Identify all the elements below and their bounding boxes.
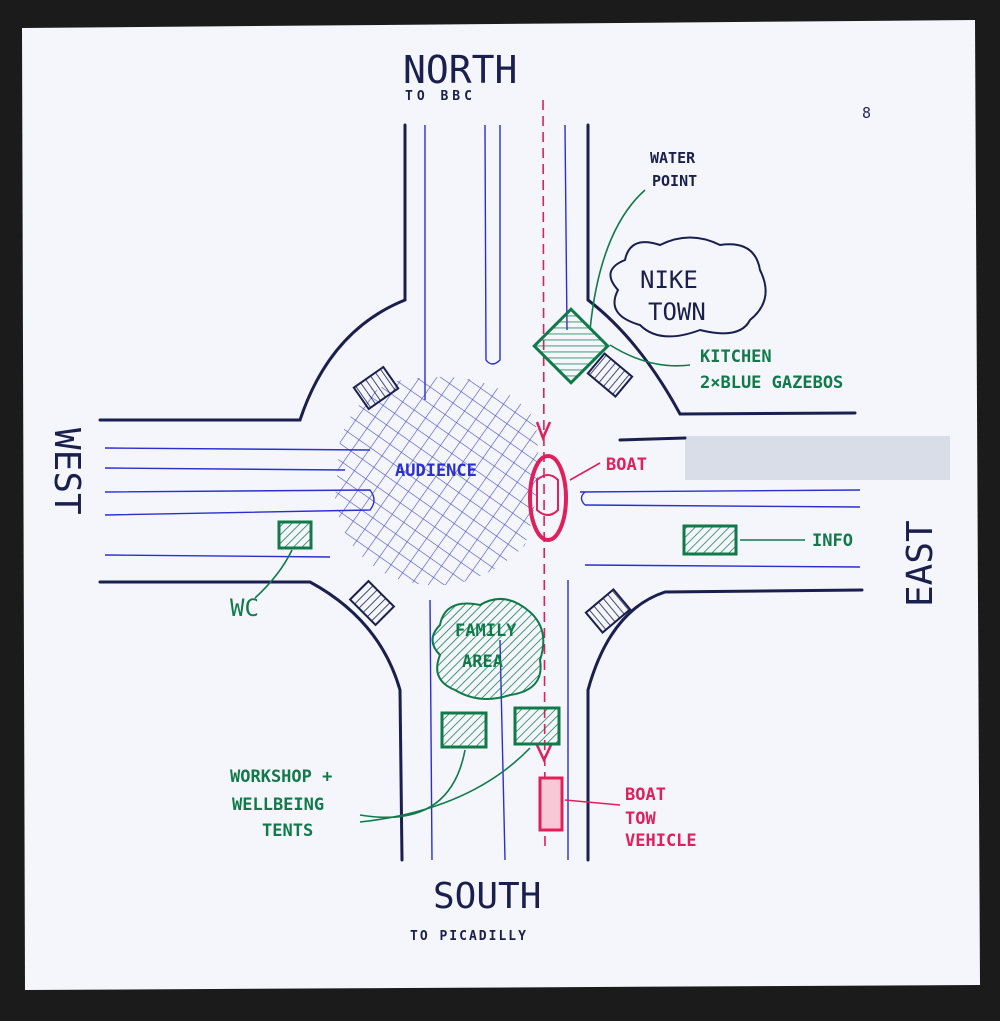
boat-label: BOAT bbox=[606, 455, 647, 475]
water-point-label: POINT bbox=[652, 172, 697, 190]
tents bbox=[277, 307, 738, 749]
family-area-cloud bbox=[431, 597, 545, 700]
south-label: SOUTH bbox=[433, 876, 541, 917]
north-sublabel: TO BBC bbox=[405, 89, 476, 104]
wc-label: WC bbox=[230, 594, 259, 622]
boat-tow-label: VEHICLE bbox=[625, 831, 697, 851]
east-label: EAST bbox=[900, 520, 941, 607]
nike-town-label: NIKE bbox=[640, 266, 698, 294]
route-arrow-icon bbox=[535, 421, 552, 442]
road-outlines bbox=[98, 123, 864, 862]
nike-town-label: TOWN bbox=[648, 298, 706, 326]
north-label: NORTH bbox=[403, 48, 517, 92]
audience-area bbox=[335, 376, 539, 586]
boat-tow-label: BOAT bbox=[625, 785, 666, 805]
kitchen-label: 2×BLUE GAZEBOS bbox=[700, 373, 843, 393]
page-number: 8 bbox=[862, 104, 871, 122]
wellbeing-tent bbox=[513, 706, 561, 746]
route-arrow-icon bbox=[535, 744, 553, 763]
leader-line-tow bbox=[564, 799, 621, 806]
leader-line-boat bbox=[569, 462, 601, 481]
west-label: WEST bbox=[46, 428, 87, 515]
family-area-label: AREA bbox=[462, 652, 503, 672]
nike-town-cloud bbox=[609, 236, 767, 338]
torn-paper-strip bbox=[685, 436, 950, 480]
workshop-label: TENTS bbox=[262, 821, 313, 841]
info-label: INFO bbox=[812, 531, 853, 551]
workshop-label: WELLBEING bbox=[232, 795, 324, 815]
water-point-label: WATER bbox=[650, 149, 696, 167]
leader-lines bbox=[254, 189, 805, 823]
boat-tow-vehicle-icon bbox=[538, 776, 564, 832]
workshop-tent bbox=[440, 711, 488, 749]
family-area-label: FAMILY bbox=[455, 621, 517, 641]
boat-tow-label: TOW bbox=[625, 809, 656, 829]
south-sublabel: TO PICADILLY bbox=[410, 929, 528, 944]
workshop-label: WORKSHOP + bbox=[230, 767, 332, 787]
audience-label: AUDIENCE bbox=[395, 461, 477, 481]
boat-icon bbox=[528, 454, 568, 542]
info-tent bbox=[682, 524, 738, 556]
pedestrian-crossings bbox=[348, 352, 634, 634]
wc-tent bbox=[277, 520, 313, 550]
kitchen-gazebo bbox=[532, 307, 610, 385]
kitchen-label: KITCHEN bbox=[700, 347, 772, 367]
boat-inner bbox=[536, 474, 559, 516]
